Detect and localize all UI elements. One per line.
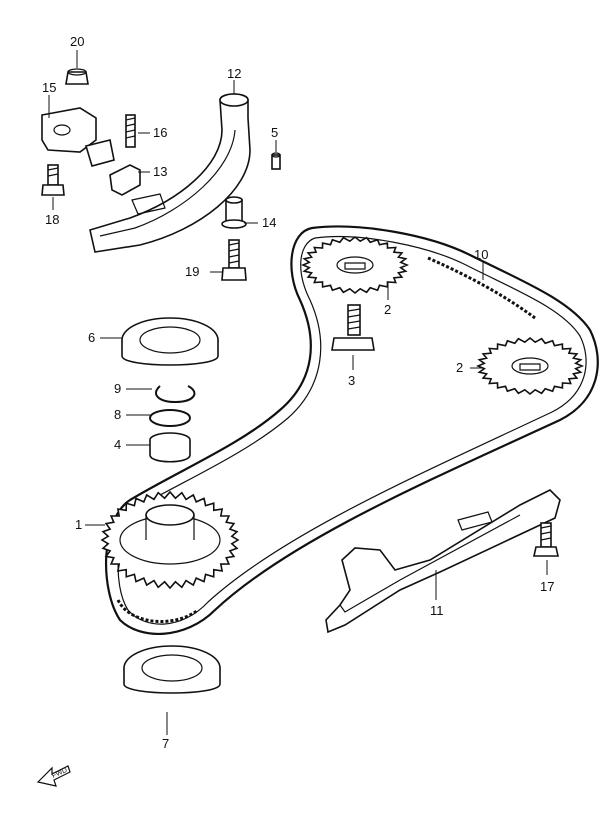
bearing-6 [121, 317, 219, 366]
cam-sprocket-upper [300, 235, 410, 295]
fwd-arrow-icon: FWD [36, 765, 71, 787]
callout-19: 19 [185, 264, 199, 279]
callout-6: 6 [88, 330, 95, 345]
callout-16: 16 [153, 125, 167, 140]
callout-14: 14 [262, 215, 276, 230]
callout-labels: 20 15 12 16 5 13 18 14 10 19 2 6 2 3 9 8… [42, 34, 554, 751]
clip-13 [109, 164, 141, 196]
callout-20: 20 [70, 34, 84, 49]
o-ring-8 [149, 409, 191, 427]
callout-15: 15 [42, 80, 56, 95]
bolt-18 [41, 164, 65, 196]
bolt-17 [533, 522, 559, 557]
callout-2-upper: 2 [384, 302, 391, 317]
callout-10: 10 [474, 247, 488, 262]
callout-3: 3 [348, 373, 355, 388]
spacer-14 [221, 196, 247, 229]
leader-lines [48, 50, 548, 735]
callout-9: 9 [114, 381, 121, 396]
idler-gear-1 [100, 490, 240, 590]
callout-1: 1 [75, 517, 82, 532]
callout-7: 7 [162, 736, 169, 751]
callout-8: 8 [114, 407, 121, 422]
chain-guide [325, 489, 561, 634]
cam-sprocket-lower [475, 336, 585, 396]
bolt-3 [331, 304, 375, 351]
callout-11: 11 [430, 603, 444, 618]
bolt-19 [221, 239, 247, 281]
callout-5: 5 [271, 125, 278, 140]
callout-4: 4 [114, 437, 121, 452]
dowel-5 [271, 152, 281, 170]
callout-13: 13 [153, 164, 167, 179]
nut-20 [65, 68, 89, 85]
tensioner-body [41, 107, 115, 167]
bushing-4 [149, 432, 191, 463]
callout-18: 18 [45, 212, 59, 227]
bearing-7 [123, 645, 221, 694]
circlip-9 [155, 385, 196, 404]
callout-17: 17 [540, 579, 554, 594]
fwd-label: FWD [51, 767, 68, 780]
callout-12: 12 [227, 66, 241, 81]
stud-16 [125, 114, 136, 148]
callout-2-lower: 2 [456, 360, 463, 375]
